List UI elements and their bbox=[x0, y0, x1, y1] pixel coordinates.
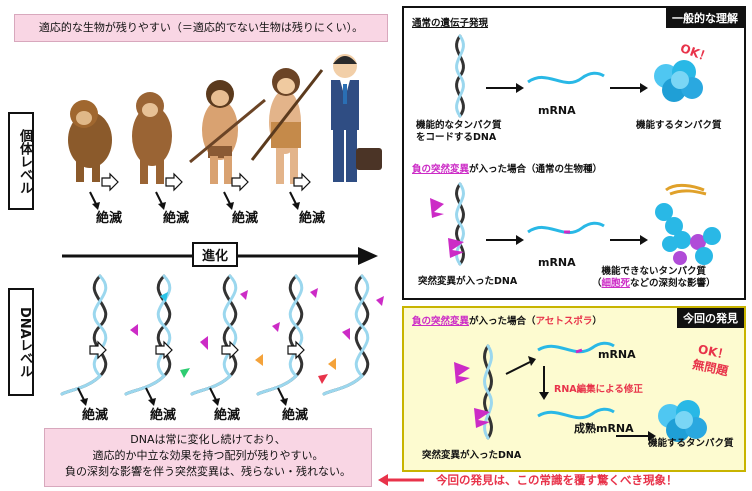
discovery-mrna-label: mRNA bbox=[598, 348, 636, 361]
extinction-label: 絶滅 bbox=[96, 211, 123, 226]
top-caption-box: 適応的な生物が残りやすい（＝適応的でない生物は残りにくい）。 bbox=[14, 14, 388, 42]
extinction-label: 絶滅 bbox=[232, 211, 259, 226]
evolution-label: 進化 bbox=[192, 242, 239, 267]
extinction-label: 絶滅 bbox=[82, 408, 109, 423]
extinction-arrows-top bbox=[89, 191, 300, 210]
mutation-markers bbox=[130, 288, 384, 384]
top-row-arrows bbox=[101, 172, 311, 192]
discovery-panel: 今回の発見 負の突然変異が入った場合（アセトスポラ） mRNA RNA編集による… bbox=[402, 306, 746, 472]
dna-strand-1 bbox=[60, 274, 108, 396]
functional-dna-label: 機能的なタンパク質 をコードするDNA bbox=[416, 120, 502, 143]
normal-expression-title: 通常の遺伝子発現 bbox=[412, 18, 489, 29]
conclusion-arrow bbox=[378, 474, 424, 486]
rna-editing-label: RNA編集による修正 bbox=[554, 384, 643, 395]
extinction-label: 絶滅 bbox=[214, 408, 241, 423]
extinction-label: 絶滅 bbox=[299, 211, 326, 226]
negative-mutation-title: 負の突然変異が入った場合（通常の生物種） bbox=[412, 164, 603, 175]
dna-level-label: DNAレベル bbox=[8, 288, 34, 396]
bottom-caption-line2: 適応的か中立な効果を持つ配列が残りやすい。 bbox=[92, 449, 324, 462]
mutated-dna-label: 突然変異が入ったDNA bbox=[418, 276, 518, 287]
discovery-mutated-dna-label: 突然変異が入ったDNA bbox=[422, 450, 522, 461]
functional-protein-icon bbox=[654, 60, 703, 102]
extinction-label: 絶滅 bbox=[282, 408, 309, 423]
general-understanding-panel: 一般的な理解 通常の遺伝子発現 OK！ 機能的なタンパク質 をコードするDNA … bbox=[402, 6, 746, 300]
discovery-tag: 今回の発見 bbox=[677, 308, 744, 328]
hominid-figure-2 bbox=[132, 92, 172, 184]
extinction-label: 絶滅 bbox=[150, 408, 177, 423]
nonfunctional-protein-icon bbox=[655, 183, 721, 265]
bottom-caption-box: DNAは常に変化し続けており、 適応的か中立な効果を持つ配列が残りやすい。 負の… bbox=[44, 428, 372, 487]
dna-strand-5 bbox=[322, 274, 370, 396]
mature-mrna-label: 成熟mRNA bbox=[574, 422, 634, 435]
mrna-label-1: mRNA bbox=[538, 104, 576, 117]
dna-strand-3 bbox=[190, 274, 238, 396]
extinction-label: 絶滅 bbox=[163, 211, 190, 226]
functional-protein-label: 機能するタンパク質 bbox=[636, 120, 722, 131]
functional-protein-icon-2 bbox=[658, 400, 707, 442]
hominid-figure-4 bbox=[250, 68, 324, 184]
discovery-title: 負の突然変異が入った場合（アセトスポラ） bbox=[412, 316, 602, 327]
general-understanding-tag: 一般的な理解 bbox=[666, 8, 744, 28]
dna-strand-2 bbox=[124, 274, 172, 396]
dna-row-arrows bbox=[89, 340, 305, 360]
conclusion-text: 今回の発見は、この常識を覆す驚くべき現象！ bbox=[436, 473, 678, 487]
dna-strand-4 bbox=[256, 274, 304, 396]
bottom-caption-line3: 負の深刻な影響を伴う突然変異は、残らない・残れない。 bbox=[65, 465, 351, 478]
individual-level-label: 個体レベル bbox=[8, 112, 34, 210]
rna-editing-diagram bbox=[454, 341, 707, 442]
businessman-figure bbox=[331, 54, 382, 182]
mrna-label-2: mRNA bbox=[538, 256, 576, 269]
extinction-arrows-dna bbox=[77, 387, 288, 406]
hominid-figure-1 bbox=[68, 100, 112, 182]
nonfunctional-protein-label: 機能できないタンパク質 （細胞死などの深刻な影響） bbox=[592, 266, 716, 289]
bottom-caption-line1: DNAは常に変化し続けており、 bbox=[130, 433, 286, 446]
top-caption: 適応的な生物が残りやすい（＝適応的でない生物は残りにくい）。 bbox=[38, 21, 364, 34]
discovery-functional-protein-label: 機能するタンパク質 bbox=[648, 438, 734, 449]
normal-expression-diagram bbox=[455, 34, 703, 118]
hominid-evolution-illustration bbox=[68, 54, 382, 184]
negative-mutation-diagram bbox=[430, 182, 721, 266]
hominid-figure-3 bbox=[189, 80, 266, 184]
dna-evolution-illustration bbox=[60, 274, 384, 396]
